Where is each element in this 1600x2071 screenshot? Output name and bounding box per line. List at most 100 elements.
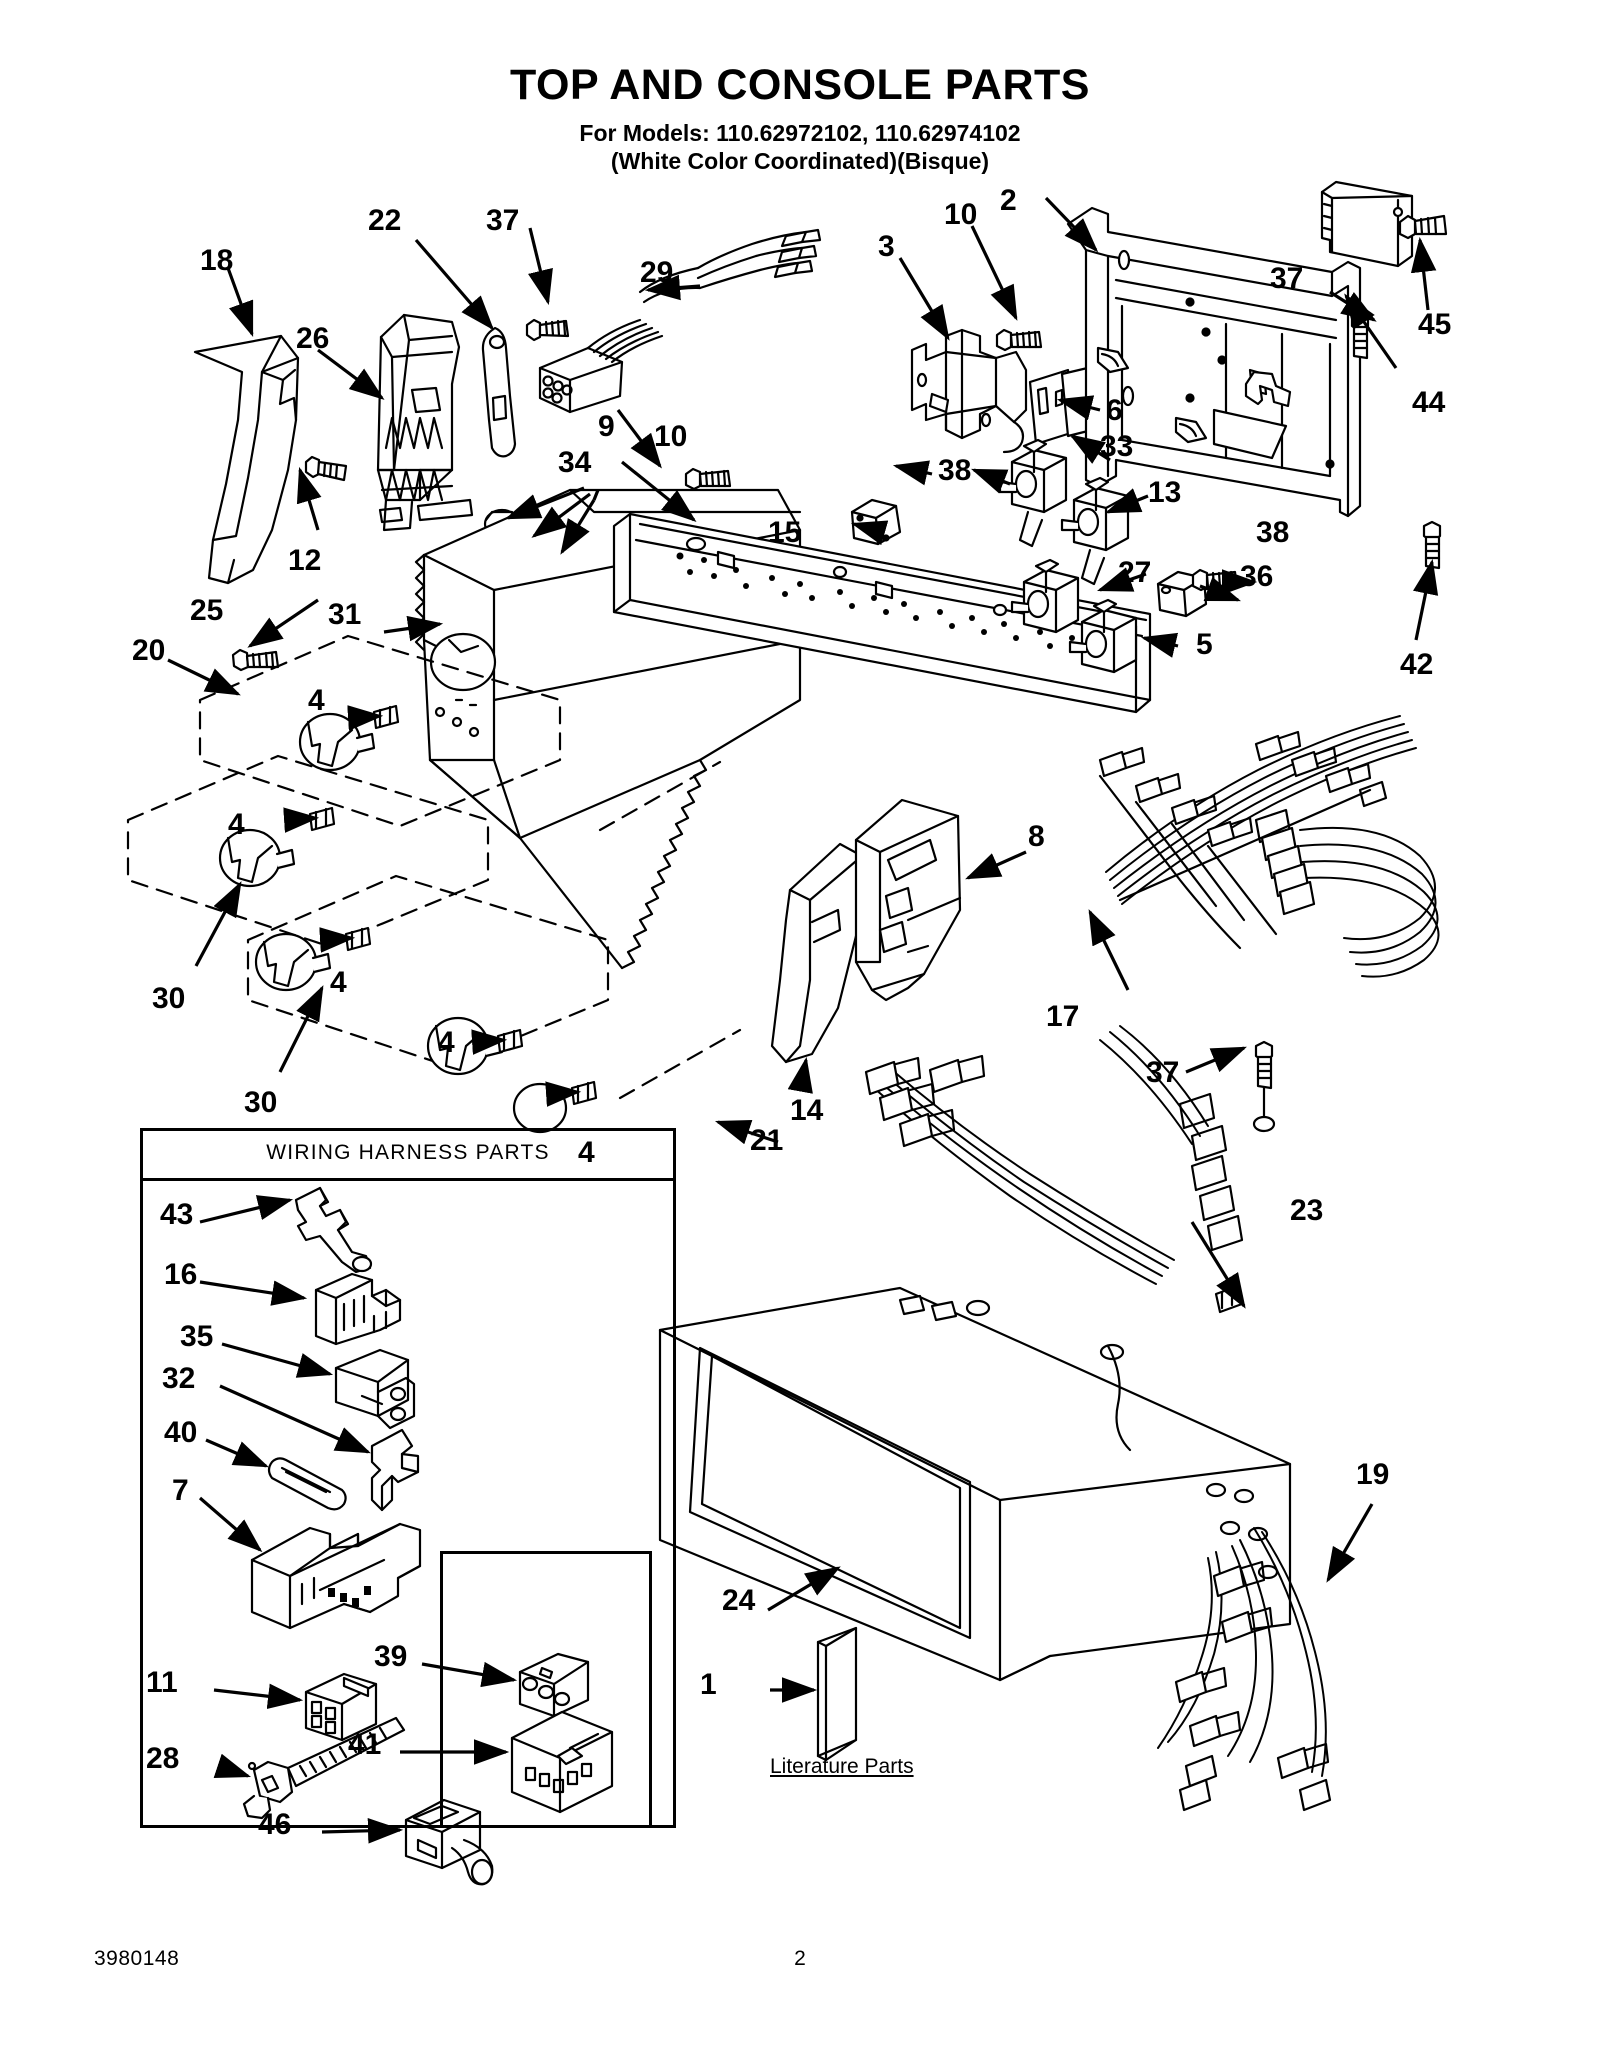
- callout-23: 23: [1290, 1194, 1324, 1227]
- wiring-harness-part-16: [314, 1272, 402, 1346]
- callout-21: 21: [750, 1124, 784, 1157]
- part-18-end-cap: [193, 334, 300, 585]
- models-line: For Models: 110.62972102, 110.62974102: [579, 120, 1021, 147]
- callout-44: 44: [1412, 386, 1446, 419]
- callout-22: 22: [368, 204, 402, 237]
- part-38-screw-b: [1191, 568, 1239, 592]
- callout-31: 31: [328, 598, 362, 631]
- callout-12: 12: [288, 544, 322, 577]
- callout-9: 9: [598, 410, 615, 443]
- part-19-wire-harness-lower: [1157, 1527, 1332, 1812]
- callout-1: 1: [700, 1668, 717, 1701]
- part-44-panel-piece: [1320, 180, 1414, 268]
- part-27-toggle-switch: [1010, 558, 1080, 634]
- callout-32: 32: [162, 1362, 196, 1395]
- callout-25: 25: [190, 594, 224, 627]
- part-37-screw-c: [1252, 1040, 1276, 1133]
- callout-36: 36: [1240, 560, 1274, 593]
- callout-10-b: 10: [654, 420, 688, 453]
- part-45-screw: [1398, 214, 1448, 240]
- part-1-literature: [816, 1626, 858, 1762]
- callout-37-b: 37: [1270, 262, 1304, 295]
- callout-46: 46: [258, 1808, 292, 1841]
- part-9-connector-block: [538, 318, 664, 414]
- callout-3: 3: [878, 230, 895, 263]
- callout-19: 19: [1356, 1458, 1390, 1491]
- callout-10-a: 10: [944, 198, 978, 231]
- callout-40: 40: [164, 1416, 198, 1449]
- part-42-screw: [1422, 520, 1442, 570]
- callout-43: 43: [160, 1198, 194, 1231]
- literature-parts-label: Literature Parts: [770, 1755, 914, 1778]
- wiring-harness-parts-title: WIRING HARNESS PARTS: [140, 1128, 676, 1181]
- part-15-plug-cap: [850, 498, 902, 546]
- part-37-screw-a: [525, 318, 570, 342]
- callout-26: 26: [296, 322, 330, 355]
- callout-24: 24: [722, 1584, 756, 1617]
- wiring-harness-part-46: [404, 1798, 494, 1886]
- wiring-harness-part-39: [518, 1652, 590, 1718]
- footer-page-number: 2: [794, 1947, 806, 1970]
- part-30-knobs: [218, 712, 568, 1134]
- part-24-top-panel: [658, 1286, 1292, 1682]
- wiring-harness-part-28: [242, 1716, 406, 1820]
- wiring-harness-part-7: [250, 1522, 422, 1630]
- callout-14: 14: [790, 1094, 824, 1127]
- footer-document-code: 3980148: [94, 1947, 180, 1970]
- callout-35: 35: [180, 1320, 214, 1353]
- callout-30-b: 30: [244, 1086, 278, 1119]
- callout-33: 33: [1100, 430, 1134, 463]
- part-8-console-end-frame: [854, 798, 962, 1002]
- part-14-end-trim: [770, 842, 864, 1064]
- wiring-harness-part-40: [267, 1457, 347, 1511]
- wiring-harness-part-41: [510, 1710, 614, 1814]
- part-23-tab: [1214, 1284, 1244, 1314]
- part-38-toggle-switch-a: [998, 438, 1068, 548]
- callout-6: 6: [1106, 394, 1123, 427]
- callout-5: 5: [1196, 628, 1213, 661]
- callout-2: 2: [1000, 184, 1017, 217]
- color-line: (White Color Coordinated)(Bisque): [610, 147, 990, 174]
- callout-15: 15: [768, 516, 802, 549]
- callout-8: 8: [1028, 820, 1045, 853]
- wiring-harness-part-32: [370, 1428, 420, 1512]
- callout-38-a: 38: [938, 454, 972, 487]
- wiring-harness-part-11: [304, 1672, 378, 1742]
- misc-parts-subbox: [440, 1551, 652, 1828]
- callout-28: 28: [146, 1742, 180, 1775]
- part-5-toggle-switch: [1068, 598, 1138, 674]
- callout-41: 41: [348, 1728, 382, 1761]
- callout-37-a: 37: [486, 204, 520, 237]
- callout-42: 42: [1400, 648, 1434, 681]
- callout-11: 11: [146, 1666, 178, 1699]
- part-3-timer-block: [910, 328, 1028, 454]
- callout-7: 7: [172, 1474, 189, 1507]
- callout-4-d: 4: [438, 1026, 455, 1059]
- callout-4-a: 4: [308, 684, 325, 717]
- callout-4-c: 4: [330, 966, 347, 999]
- part-10-screw-a: [684, 467, 732, 491]
- part-25-screw: [231, 648, 280, 672]
- callout-29: 29: [640, 256, 674, 289]
- part-22-latch-lever: [481, 326, 517, 458]
- wiring-harness-parts-box: [140, 1128, 676, 1828]
- callout-37-c: 37: [1146, 1056, 1180, 1089]
- part-37-screw-b: [1350, 310, 1370, 360]
- part-26-console-end-frame: [376, 313, 474, 532]
- callout-18: 18: [200, 244, 234, 277]
- page-title: TOP AND CONSOLE PARTS: [510, 61, 1090, 109]
- callout-34: 34: [558, 446, 592, 479]
- callout-4-b: 4: [228, 808, 245, 841]
- part-17-wire-harness-upper: [1098, 715, 1440, 978]
- callout-17: 17: [1046, 1000, 1080, 1033]
- callout-4-e: 4: [578, 1136, 595, 1169]
- callout-27: 27: [1118, 556, 1152, 589]
- part-12-screw: [304, 455, 348, 482]
- part-30-knob-group: [126, 634, 610, 1068]
- callout-38-b: 38: [1256, 516, 1290, 549]
- callout-30-a: 30: [152, 982, 186, 1015]
- part-2-rear-panel: [1066, 206, 1362, 518]
- part-21-dashed-region: [598, 760, 742, 1100]
- callout-13: 13: [1148, 476, 1182, 509]
